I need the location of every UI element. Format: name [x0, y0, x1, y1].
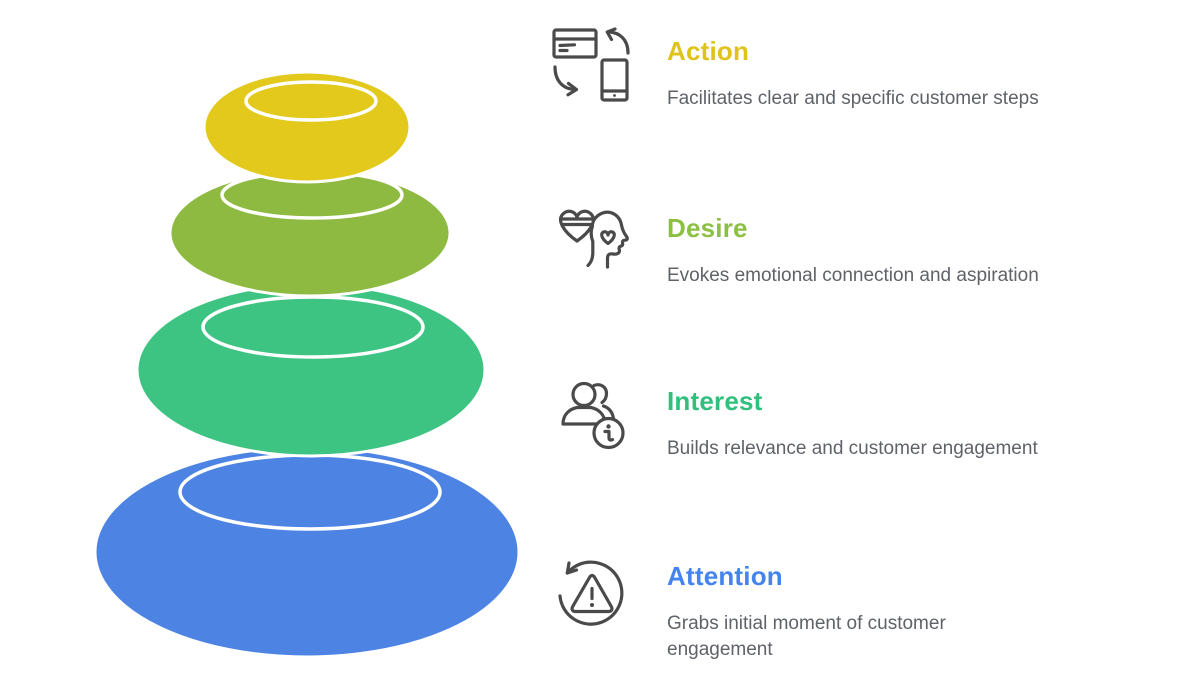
tier-action-shape	[202, 70, 412, 184]
entry-action: Action Facilitates clear and specific cu…	[551, 25, 1039, 112]
entry-description-interest: Builds relevance and customer engagement	[667, 437, 1038, 459]
entry-description-action: Facilitates clear and specific customer …	[667, 87, 1039, 109]
tier-desire-shape	[168, 168, 452, 298]
entry-title-attention: Attention	[667, 561, 783, 591]
entry-interest: Interest Builds relevance and customer e…	[551, 375, 1038, 462]
tier-interest-shape	[135, 282, 487, 458]
users-info-icon	[551, 377, 631, 455]
entry-description-desire: Evokes emotional connection and aspirati…	[667, 264, 1039, 286]
entry-title-desire: Desire	[667, 213, 748, 243]
entry-description-attention: Grabs initial moment of customer engagem…	[667, 612, 946, 661]
card-phone-sync-icon	[551, 27, 631, 105]
entry-attention: Attention Grabs initial moment of custom…	[551, 550, 1017, 663]
warning-refresh-icon	[551, 552, 631, 630]
funnel-diagram	[93, 70, 521, 659]
tier-action-ring	[244, 80, 378, 122]
head-hearts-icon	[551, 204, 631, 282]
tier-attention-shape	[93, 445, 521, 659]
entry-title-interest: Interest	[667, 386, 763, 416]
entry-title-action: Action	[667, 36, 750, 66]
entry-desire: Desire Evokes emotional connection and a…	[551, 202, 1039, 289]
